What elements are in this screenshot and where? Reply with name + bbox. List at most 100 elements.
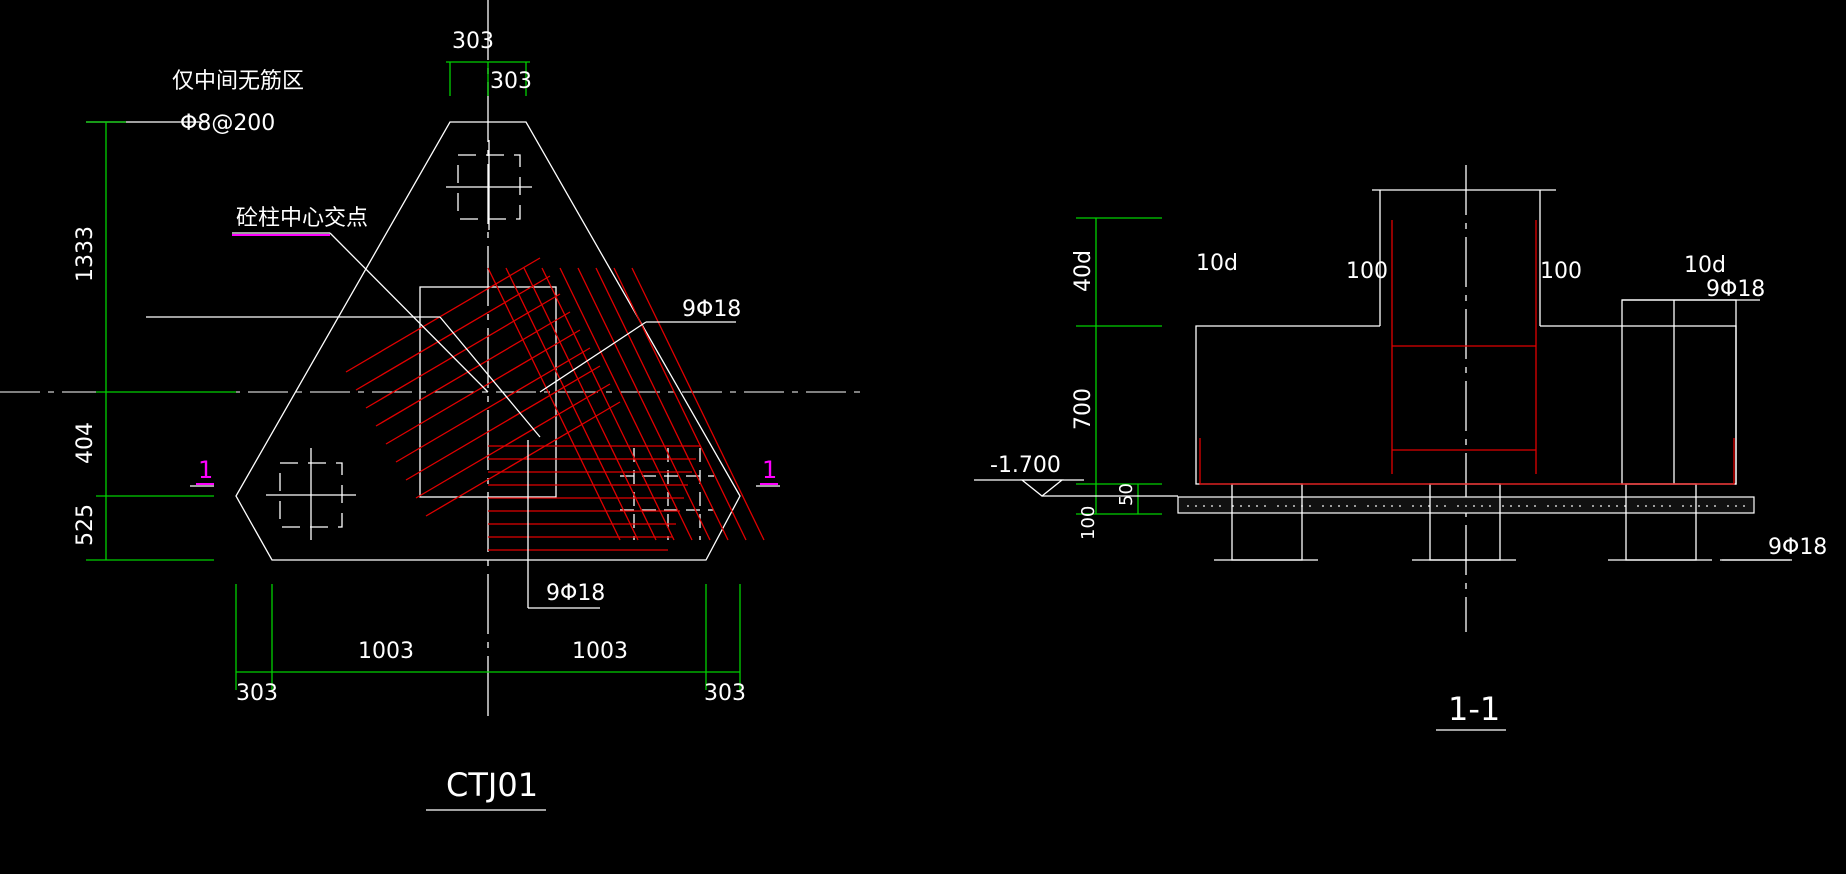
rebar-horizontal-set — [488, 445, 700, 551]
rebar-bar — [365, 293, 561, 409]
blinding-dot — [1444, 505, 1446, 507]
plan-note-line2: Φ8@200 — [180, 111, 275, 136]
plan-center-note: 砼柱中心交点 — [236, 206, 368, 231]
blinding-texture — [1187, 505, 1745, 507]
pile-top — [446, 140, 532, 230]
plan-section-mark-right: 1 — [762, 456, 777, 484]
blinding-dot — [1682, 505, 1684, 507]
rebar-bar — [405, 365, 601, 481]
section-dim-700: 700 — [1071, 388, 1096, 430]
plan-dim-top-b: 303 — [490, 69, 532, 94]
blinding-dot — [1502, 505, 1504, 507]
blinding-dot — [1219, 505, 1221, 507]
plan-dim-bottom-1: 1003 — [358, 639, 414, 664]
section-rebar-bottom-label: 9Φ18 — [1768, 535, 1827, 560]
blinding-dot — [1240, 505, 1242, 507]
blinding-dot — [1616, 505, 1618, 507]
section-dim-50: 50 — [1116, 483, 1137, 506]
section-label-100-right: 100 — [1540, 259, 1582, 284]
blinding-dot — [1375, 505, 1377, 507]
plan-dim-bottom-4: 303 — [704, 681, 746, 706]
blinding-dot — [1211, 505, 1213, 507]
section-rebar-top-label: 9Φ18 — [1706, 277, 1765, 302]
blinding-dot — [1412, 505, 1414, 507]
plan-dim-bottom-3: 303 — [236, 681, 278, 706]
blinding-dot — [1592, 505, 1594, 507]
blinding-dot — [1608, 505, 1610, 507]
blinding-dot — [1579, 505, 1581, 507]
rebar-bar — [631, 267, 765, 541]
blinding-dot — [1248, 505, 1250, 507]
center-note-leader-diagonal — [329, 232, 489, 393]
blinding-dot — [1645, 505, 1647, 507]
rebar-bar — [541, 267, 675, 541]
blinding-dot — [1203, 505, 1205, 507]
blinding-dot — [1256, 505, 1258, 507]
blinding-dot — [1534, 505, 1536, 507]
rebar-bar — [375, 311, 571, 427]
plan-dim-left-2: 404 — [73, 422, 98, 464]
blinding-dot — [1743, 505, 1745, 507]
blinding-dot — [1510, 505, 1512, 507]
blinding-dot — [1277, 505, 1279, 507]
blinding-dot — [1322, 505, 1324, 507]
rebar-bar — [577, 267, 711, 541]
blinding-dot — [1706, 505, 1708, 507]
blinding-dot — [1714, 505, 1716, 507]
rebar-bar — [523, 267, 657, 541]
plan-rebar-lower-label: 9Φ18 — [546, 581, 605, 606]
blinding-dot — [1727, 505, 1729, 507]
rebar-bar — [613, 267, 747, 541]
blinding-dot — [1187, 505, 1189, 507]
blinding-dot — [1383, 505, 1385, 507]
rebar-bar — [487, 267, 621, 541]
rebar-bar — [505, 267, 639, 541]
blinding-dot — [1264, 505, 1266, 507]
blinding-dot — [1367, 505, 1369, 507]
blinding-dot — [1735, 505, 1737, 507]
blinding-dot — [1555, 505, 1557, 507]
section-dimensions — [1076, 217, 1162, 515]
section-title: 1-1 — [1448, 690, 1500, 728]
blinding-dot — [1346, 505, 1348, 507]
elevation-triangle — [1020, 479, 1064, 497]
rebar-bar — [595, 267, 729, 541]
blinding-dot — [1661, 505, 1663, 507]
rebar-bar — [345, 257, 541, 373]
blinding-dot — [1698, 505, 1700, 507]
section-dim-40d: 40d — [1071, 250, 1096, 292]
blinding-dot — [1518, 505, 1520, 507]
section-label-100-left: 100 — [1346, 259, 1388, 284]
section-label-10d-right: 10d — [1684, 253, 1726, 278]
pile-cap-outline — [235, 121, 741, 561]
section-view: 40d 700 50 100 -1.700 10d 100 100 10d 9Φ… — [974, 165, 1827, 731]
blinding-dot — [1293, 505, 1295, 507]
plan-dim-left-1: 1333 — [73, 226, 98, 282]
plan-section-mark-left: 1 — [198, 456, 213, 484]
blinding-dot — [1195, 505, 1197, 507]
blinding-dot — [1354, 505, 1356, 507]
plan-dim-left-3: 525 — [73, 504, 98, 546]
section-dim-100: 100 — [1078, 506, 1099, 540]
blinding-dot — [1489, 505, 1491, 507]
plan-rebar-upper-label: 9Φ18 — [682, 297, 741, 322]
plan-note-line1: 仅中间无筋区 — [172, 69, 304, 94]
rebar-upper-leader — [539, 321, 647, 393]
blinding-dot — [1391, 505, 1393, 507]
pile-bottom-left — [266, 448, 356, 540]
blinding-dot — [1436, 505, 1438, 507]
section-elevation: -1.700 — [990, 453, 1061, 478]
plan-view: 仅中间无筋区 Φ8@200 砼柱中心交点 303 303 1333 404 52… — [0, 0, 860, 811]
blinding-dot — [1309, 505, 1311, 507]
column-pointer-diagonal — [439, 316, 541, 438]
blinding-dot — [1690, 505, 1692, 507]
section-rebar — [1199, 220, 1735, 485]
rebar-bar — [559, 267, 693, 541]
blinding-dot — [1457, 505, 1459, 507]
rebar-bar — [415, 383, 611, 499]
blinding-dot — [1547, 505, 1549, 507]
pile-sections — [1214, 483, 1792, 561]
blinding-dot — [1399, 505, 1401, 507]
blinding-dot — [1285, 505, 1287, 507]
